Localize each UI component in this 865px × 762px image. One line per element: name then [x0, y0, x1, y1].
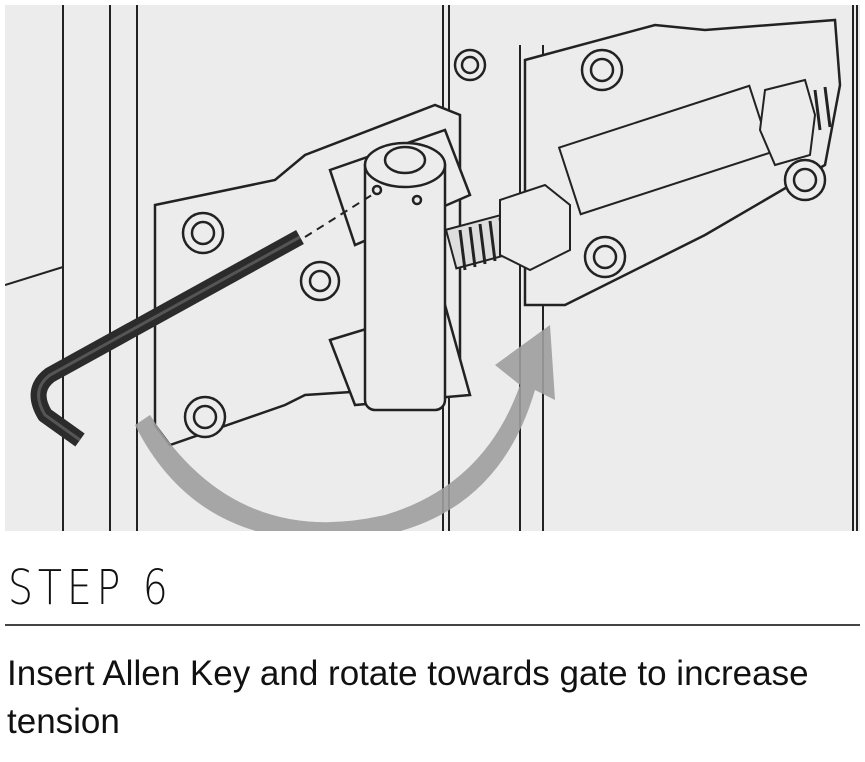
hinge-illustration — [5, 5, 860, 531]
divider — [5, 624, 860, 626]
bolt-icon — [583, 235, 627, 279]
bolt-icon — [181, 211, 225, 255]
bolt-icon — [299, 260, 341, 302]
bolt-icon — [453, 48, 487, 82]
bolt-icon — [783, 158, 827, 202]
bolt-icon — [580, 48, 624, 92]
step-instruction: Insert Allen Key and rotate towards gate… — [7, 654, 809, 741]
bolt-icon — [183, 395, 227, 439]
step-title: STEP 6 — [8, 560, 173, 616]
